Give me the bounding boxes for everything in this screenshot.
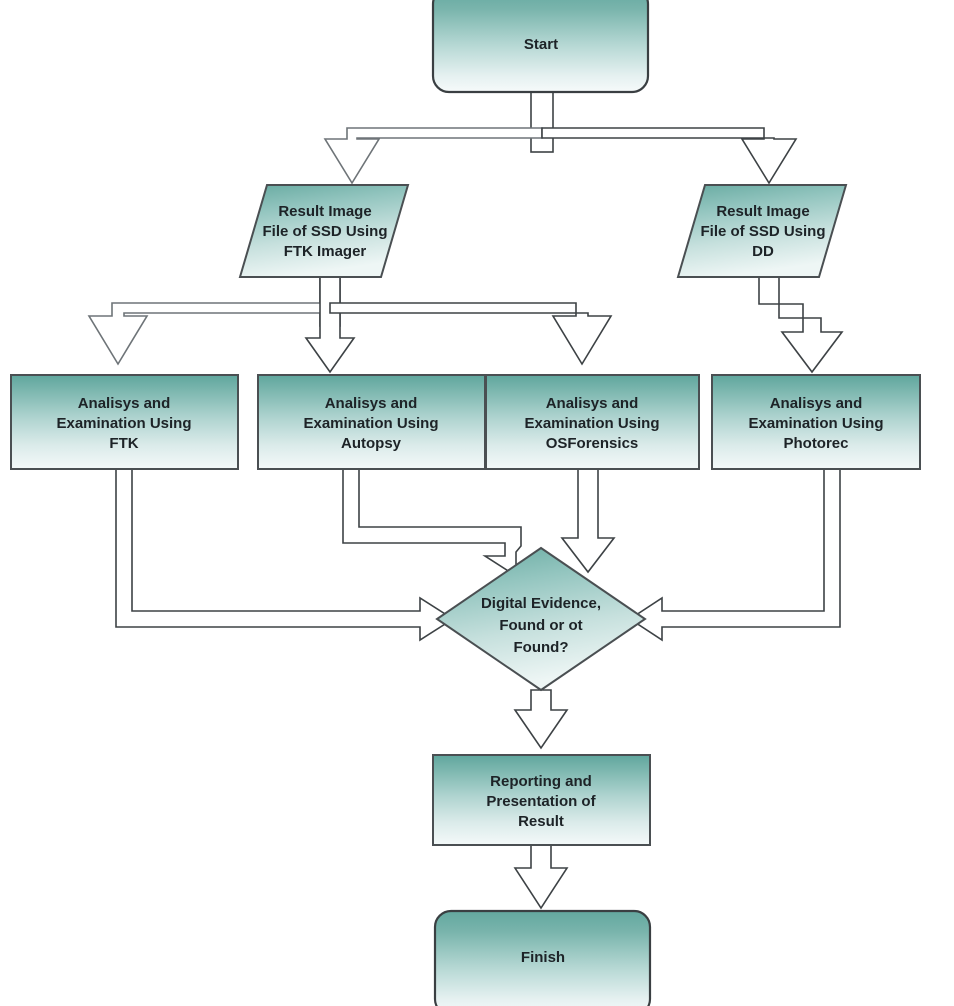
node-analysis-autopsy-line2: Examination Using xyxy=(303,415,438,432)
edge-reporting-to-finish xyxy=(513,844,569,910)
node-analysis-photorec-line1: Analisys and xyxy=(770,395,863,412)
node-analysis-osforensics-line2: Examination Using xyxy=(524,415,659,432)
node-reporting-line3: Result xyxy=(518,813,564,830)
node-decision-digital-evidence[interactable]: Digital Evidence, Found or ot Found? xyxy=(435,546,647,692)
node-analysis-ftk-line3: FTK xyxy=(109,435,138,452)
node-decision-line1: Digital Evidence, xyxy=(481,595,601,612)
node-analysis-photorec[interactable]: Analisys and Examination Using Photorec xyxy=(711,374,921,470)
edge-anosf-to-decision xyxy=(560,468,616,574)
edge-imgftk-to-anosf xyxy=(329,302,613,366)
node-reporting-line1: Reporting and xyxy=(490,773,592,790)
node-start[interactable]: Start xyxy=(431,0,650,94)
edge-imgdd-to-anphotorec xyxy=(758,275,844,374)
edge-anphotorec-to-decision xyxy=(628,468,841,642)
edge-decision-to-reporting xyxy=(513,689,569,750)
node-decision-line2: Found or ot xyxy=(499,617,582,634)
node-result-image-ftk-line3: FTK Imager xyxy=(284,243,367,260)
node-result-image-dd-line2: File of SSD Using xyxy=(700,223,825,240)
node-result-image-dd-line1: Result Image xyxy=(716,203,809,220)
node-analysis-ftk-line1: Analisys and xyxy=(78,395,171,412)
node-analysis-autopsy-line1: Analisys and xyxy=(325,395,418,412)
node-analysis-osforensics-line1: Analisys and xyxy=(546,395,639,412)
node-result-image-ftk-line1: Result Image xyxy=(278,203,371,220)
node-result-image-dd[interactable]: Result Image File of SSD Using DD xyxy=(676,184,848,278)
node-analysis-photorec-line3: Photorec xyxy=(783,435,848,452)
edge-start-split xyxy=(530,89,554,153)
node-decision-line3: Found? xyxy=(514,639,569,656)
edge-anautopsy-to-decision xyxy=(342,468,522,578)
edge-imgftk-to-anftk xyxy=(87,302,331,366)
node-analysis-autopsy-line3: Autopsy xyxy=(341,435,402,452)
node-analysis-osforensics[interactable]: Analisys and Examination Using OSForensi… xyxy=(485,374,700,470)
node-result-image-ftk-imager[interactable]: Result Image File of SSD Using FTK Image… xyxy=(238,184,410,278)
node-result-image-dd-line3: DD xyxy=(752,243,774,260)
edge-anftk-to-decision xyxy=(115,468,455,642)
node-analysis-photorec-line2: Examination Using xyxy=(748,415,883,432)
node-start-label: Start xyxy=(524,36,558,53)
node-reporting-line2: Presentation of xyxy=(486,793,596,810)
edge-start-to-img-dd xyxy=(541,127,798,185)
node-analysis-autopsy[interactable]: Analisys and Examination Using Autopsy xyxy=(257,374,486,470)
node-result-image-ftk-line2: File of SSD Using xyxy=(262,223,387,240)
node-analysis-osforensics-line3: OSForensics xyxy=(546,435,639,452)
node-analysis-ftk-line2: Examination Using xyxy=(56,415,191,432)
node-finish-label: Finish xyxy=(521,949,565,966)
node-analysis-ftk[interactable]: Analisys and Examination Using FTK xyxy=(10,374,239,470)
node-reporting[interactable]: Reporting and Presentation of Result xyxy=(432,754,651,846)
node-finish[interactable]: Finish xyxy=(433,909,652,1006)
edge-imgftk-to-anautopsy xyxy=(304,275,356,374)
edge-start-to-img-ftk xyxy=(323,127,543,185)
